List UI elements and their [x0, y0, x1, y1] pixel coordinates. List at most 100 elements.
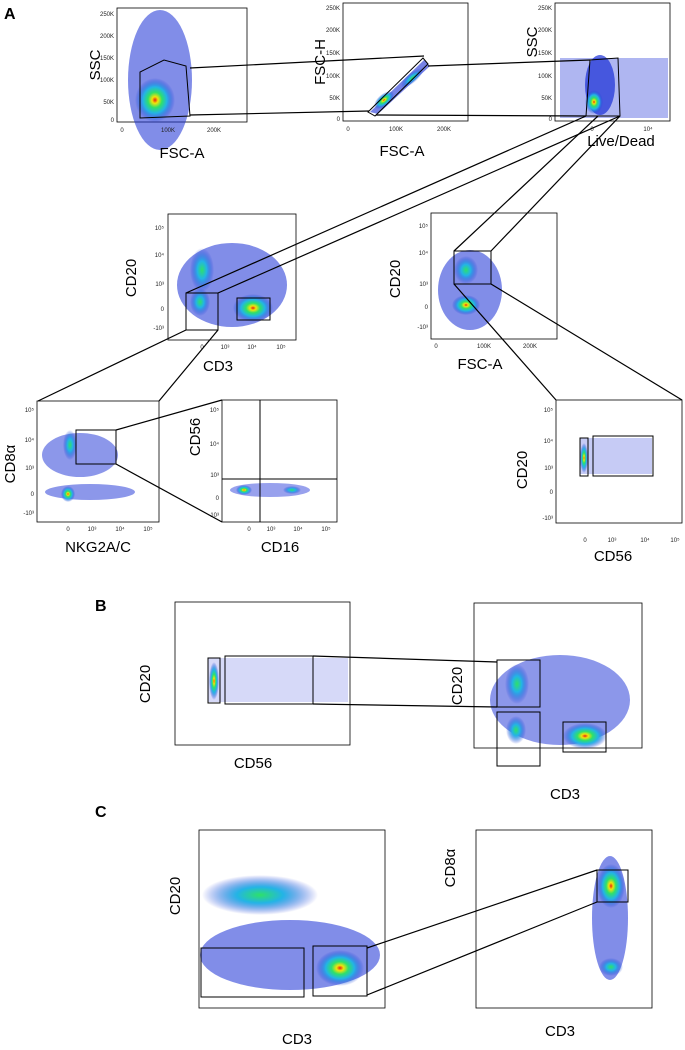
- connector-line: [185, 115, 587, 294]
- tick-label: 10³: [544, 466, 553, 472]
- axis-title-y: CD20: [514, 451, 531, 489]
- gate-cd3-pos: [562, 721, 607, 753]
- tick-label: 250K: [538, 6, 552, 12]
- tick-label: 100K: [389, 127, 403, 133]
- tick-label: 0: [434, 344, 438, 350]
- connector-line: [312, 655, 498, 663]
- axis-title-y: CD20: [387, 260, 404, 298]
- tick-label: 100K: [538, 74, 552, 80]
- density-layer: [438, 250, 502, 330]
- tick-label: 200K: [538, 28, 552, 34]
- connector-line: [115, 463, 223, 523]
- gate-cd56-pos: [592, 435, 654, 477]
- gate-cd3-neg: [200, 947, 305, 998]
- plot-a-cd56-cd20: CD20 CD56 10⁵ 10⁴ 10³ 0 -10³ 0 10³ 10⁴ 1…: [514, 399, 683, 565]
- plot-a-livedead-ssc: SSC Live/Dead 250K 200K 150K 100K 50K 0 …: [524, 2, 671, 150]
- tick-label: 0: [31, 492, 35, 498]
- plot-a-cd16-cd56: CD56 CD16 10⁵ 10⁴ 10³ 0 -10³ 0 10³ 10⁴ 1…: [187, 399, 338, 556]
- tick-label: 50K: [103, 100, 114, 106]
- gate-singlets: [367, 57, 429, 117]
- tick-label: 10⁴: [643, 126, 653, 133]
- plot-a-nkg2a-cd8: CD8α NKG2A/C 10⁵ 10⁴ 10³ 0 -10³ 0 10³ 10…: [2, 400, 160, 556]
- tick-label: 0: [66, 527, 70, 533]
- density-layer: [200, 875, 380, 990]
- gate-cd56-neg: [207, 657, 221, 704]
- tick-label: 200K: [100, 34, 114, 40]
- gate-nkg2a-pos: [75, 429, 117, 465]
- panel-label-a: A: [4, 6, 16, 23]
- tick-label: 10⁴: [640, 537, 650, 544]
- panel-label-c: C: [95, 804, 107, 821]
- axis-title-x: CD16: [261, 539, 299, 556]
- gate-cd56-pos: [224, 655, 314, 705]
- plot-b-cd56-cd20: CD20 CD56: [137, 601, 351, 772]
- axis-title-x: FSC-A: [458, 356, 503, 373]
- gating-connectors: [37, 55, 683, 996]
- tick-label: 10³: [608, 538, 617, 544]
- density-layer: [208, 658, 348, 702]
- gate-live: [585, 57, 621, 117]
- tick-label: 10⁴: [210, 441, 220, 448]
- tick-label: 10⁵: [210, 407, 220, 414]
- density-layer: [370, 60, 430, 114]
- gate-cd20-pos: [453, 250, 492, 285]
- connector-line: [115, 399, 223, 431]
- axis-title-x: CD3: [282, 1031, 312, 1048]
- tick-label: 100K: [326, 74, 340, 80]
- tick-label: 0: [111, 118, 115, 124]
- gate-cd3-neg-cd20-neg: [496, 711, 541, 767]
- tick-label: 200K: [523, 344, 537, 350]
- tick-label: 10⁵: [25, 407, 35, 414]
- axis-title-y: CD20: [123, 259, 140, 297]
- tick-label: 0: [590, 127, 594, 133]
- tick-label: 10³: [221, 345, 230, 351]
- density-layer: [177, 243, 287, 327]
- connector-line: [189, 55, 425, 69]
- tick-label: -10³: [542, 516, 553, 522]
- gate-cd3-pos: [312, 945, 368, 997]
- tick-label: 250K: [326, 6, 340, 12]
- tick-label: 10³: [267, 527, 276, 533]
- tick-label: 0: [583, 538, 587, 544]
- tick-label: 10³: [419, 282, 428, 288]
- tick-label: 50K: [541, 96, 552, 102]
- plot-a-fsc-cd20: CD20 FSC-A 10⁵ 10⁴ 10³ 0 -10³ 0 100K 200…: [387, 212, 558, 373]
- tick-label: 200K: [207, 128, 221, 134]
- tick-label: 10⁵: [544, 407, 554, 414]
- axis-title-y: SSC: [87, 49, 104, 80]
- tick-label: 10⁵: [419, 223, 429, 230]
- tick-label: 0: [346, 127, 350, 133]
- tick-label: 10⁵: [670, 537, 680, 544]
- axis-title-x: Live/Dead: [587, 133, 655, 150]
- connector-line: [158, 329, 219, 402]
- tick-label: 0: [337, 117, 341, 123]
- tick-label: 100K: [100, 78, 114, 84]
- connector-line: [375, 114, 587, 117]
- tick-label: 10⁴: [115, 526, 125, 533]
- gate-cd20-pos: [496, 659, 541, 708]
- tick-label: -10³: [417, 325, 428, 331]
- connector-line: [453, 115, 599, 252]
- density-layer: [580, 438, 652, 474]
- axis-title-x: FSC-A: [380, 143, 425, 160]
- tick-label: 10⁴: [293, 526, 303, 533]
- tick-label: 250K: [100, 12, 114, 18]
- connector-line: [37, 329, 187, 402]
- density-layer: [42, 430, 135, 502]
- gate-cd3-pos: [236, 297, 271, 321]
- axis-title-x: FSC-A: [160, 145, 205, 162]
- panel-label-b: B: [95, 598, 107, 615]
- axis-title-x: CD56: [234, 755, 272, 772]
- plot-b-cd3-cd20: CD20 CD3: [449, 602, 643, 803]
- connector-line: [366, 901, 598, 996]
- tick-label: 10⁴: [247, 344, 257, 351]
- connector-line: [490, 115, 621, 252]
- tick-label: 10³: [210, 473, 219, 479]
- density-layer: [560, 55, 668, 118]
- tick-label: 0: [425, 305, 429, 311]
- tick-label: 10³: [88, 527, 97, 533]
- tick-label: 10⁴: [155, 252, 165, 259]
- tick-label: 0: [161, 307, 165, 313]
